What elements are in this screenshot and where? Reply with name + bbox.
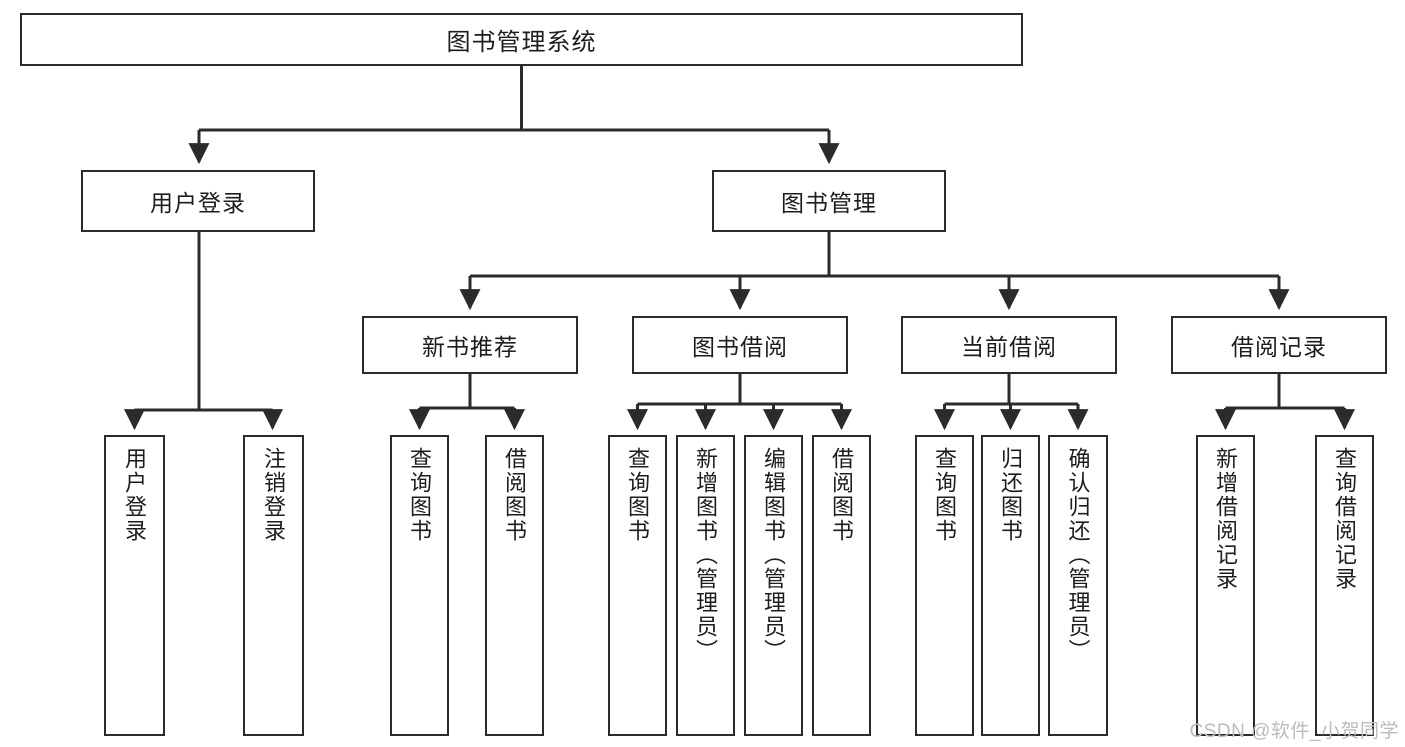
node-leaf-query-book-rec[interactable]: 查询图书 [390,435,449,736]
node-leaf-query-book-rec-label: 查询图书 [407,447,433,543]
node-book-manage[interactable]: 图书管理 [712,170,946,232]
node-leaf-add-book[interactable]: 新增图书（管理员） [676,435,735,736]
node-borrow-record-label: 借阅记录 [1231,334,1327,360]
node-new-book-rec-label: 新书推荐 [422,334,518,360]
node-current-borrow[interactable]: 当前借阅 [901,316,1117,374]
node-leaf-borrow-book-rec[interactable]: 借阅图书 [485,435,544,736]
node-borrow-record[interactable]: 借阅记录 [1171,316,1387,374]
node-leaf-add-book-label: 新增图书（管理员） [693,447,719,663]
node-user-login[interactable]: 用户登录 [81,170,315,232]
node-book-manage-label: 图书管理 [781,190,877,216]
node-leaf-edit-book[interactable]: 编辑图书（管理员） [744,435,803,736]
node-leaf-add-record-label: 新增借阅记录 [1213,447,1239,591]
node-leaf-user-login-label: 用户登录 [122,447,148,543]
node-leaf-query-book-borrow-label: 查询图书 [625,447,651,543]
node-leaf-borrow-book[interactable]: 借阅图书 [812,435,871,736]
node-leaf-query-record[interactable]: 查询借阅记录 [1315,435,1374,736]
node-leaf-borrow-book-rec-label: 借阅图书 [502,447,528,543]
node-leaf-confirm-return[interactable]: 确认归还（管理员） [1048,435,1108,736]
node-leaf-query-book-cur[interactable]: 查询图书 [915,435,974,736]
node-user-login-label: 用户登录 [150,190,246,216]
node-leaf-query-book-cur-label: 查询图书 [932,447,958,543]
node-leaf-add-record[interactable]: 新增借阅记录 [1196,435,1255,736]
node-book-borrow-label: 图书借阅 [692,334,788,360]
node-leaf-borrow-book-label: 借阅图书 [829,447,855,543]
node-leaf-logout[interactable]: 注销登录 [243,435,304,736]
node-root[interactable]: 图书管理系统 [20,13,1023,66]
node-leaf-user-login[interactable]: 用户登录 [104,435,165,736]
node-root-label: 图书管理系统 [446,29,597,56]
node-book-borrow[interactable]: 图书借阅 [632,316,848,374]
node-leaf-edit-book-label: 编辑图书（管理员） [761,447,787,663]
node-leaf-query-record-label: 查询借阅记录 [1332,447,1358,591]
node-leaf-return-book-label: 归还图书 [998,447,1024,543]
node-leaf-confirm-return-label: 确认归还（管理员） [1065,447,1091,663]
node-leaf-return-book[interactable]: 归还图书 [981,435,1040,736]
node-leaf-query-book-borrow[interactable]: 查询图书 [608,435,667,736]
node-current-borrow-label: 当前借阅 [961,334,1057,360]
node-new-book-rec[interactable]: 新书推荐 [362,316,578,374]
node-leaf-logout-label: 注销登录 [261,447,287,543]
